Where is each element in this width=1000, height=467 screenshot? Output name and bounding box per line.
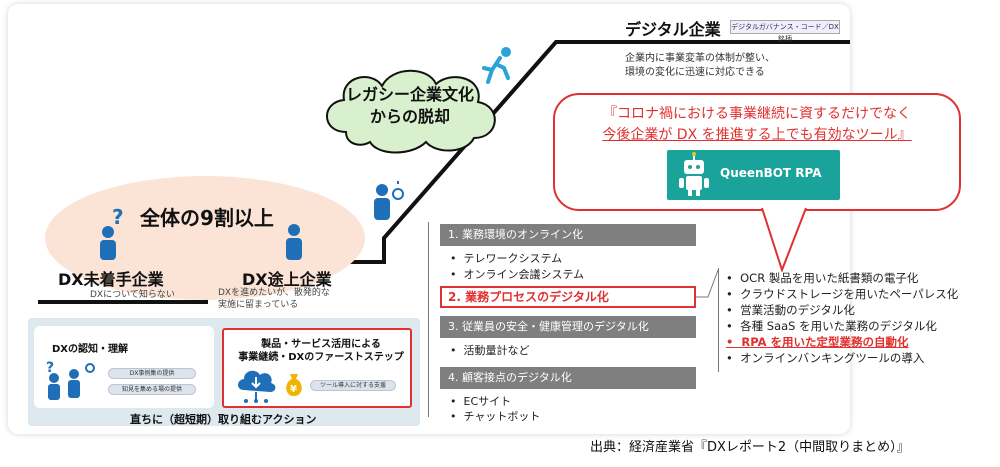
cloud-line-1: レガシー企業文化 xyxy=(345,85,474,104)
product-line-1: 製品・サービス活用による xyxy=(261,339,381,350)
list-item: • 営業活動のデジタル化 xyxy=(726,303,855,317)
queenbot-logo-text: QueenBOT RPA xyxy=(720,166,822,180)
queenbot-logo xyxy=(667,150,840,200)
idea-person-icon xyxy=(374,181,404,220)
category-process-digitalization: 2. 業務プロセスのデジタル化 xyxy=(440,286,696,308)
awareness-title: DXの認知・理解 xyxy=(52,344,129,355)
dx-in-progress-sub: DXを進めたいが、散発的な 実施に留まっている xyxy=(218,287,330,311)
legacy-culture-text: レガシー企業文化 からの脱却 xyxy=(330,84,490,128)
list-item: • テレワークシステム xyxy=(450,252,563,265)
svg-text:?: ? xyxy=(112,206,124,229)
category-bracket xyxy=(428,222,708,417)
svg-text:?: ? xyxy=(46,360,54,376)
bubble-tail xyxy=(761,200,807,272)
immediate-action-label: 直ちに（超短期）取り組むアクション xyxy=(130,413,317,426)
case-study-pill: DX事例集の提供 xyxy=(108,368,196,379)
question-person-icon: ? xyxy=(100,206,124,260)
digital-company-title: デジタル企業 xyxy=(625,20,721,39)
ninety-percent-area xyxy=(45,176,365,300)
list-item: • ECサイト xyxy=(450,395,512,408)
quote-line-1: 『コロナ禍における事業継続に資するだけでなく xyxy=(603,106,911,122)
list-item: • チャットボット xyxy=(450,410,541,423)
category-safety-health: 3. 従業員の安全・健康管理のデジタル化 xyxy=(440,316,696,338)
desc-line-2: 環境の変化に迅速に対応できる xyxy=(625,67,765,78)
dx-in-progress-title: DX途上企業 xyxy=(242,270,332,289)
ninety-percent-label: 全体の9割以上 xyxy=(140,206,274,230)
category-customer-contact: 4. 顧客接点のデジタル化 xyxy=(440,367,696,389)
governance-code-badge: デジタルガバナンス・コード／DX銘柄 xyxy=(730,20,840,43)
list-item: • 活動量計など xyxy=(450,344,530,357)
quote-line-2: 今後企業が DX を推進する上でも有効なツール』 xyxy=(602,127,912,143)
yen-symbol: ¥ xyxy=(290,384,297,395)
dx-not-started-title: DX未着手企業 xyxy=(58,270,164,289)
list-item-highlight: • RPA を用いた定型業務の自動化 xyxy=(726,335,909,349)
digital-company-description: 企業内に事業変革の体制が整い、 環境の変化に迅速に対応できる xyxy=(625,52,775,80)
knowledge-sharing-pill: 知見を集める場の提供 xyxy=(108,384,196,395)
stage2-sub-line-2: 実施に留まっている xyxy=(218,300,299,310)
connector-line xyxy=(696,269,719,298)
list-item: • OCR 製品を用いた紙書類の電子化 xyxy=(726,271,919,285)
dx-not-started-sub: DXについて知らない xyxy=(90,290,175,300)
category-online-work: 1. 業務環境のオンライン化 xyxy=(440,224,696,246)
running-person-icon xyxy=(482,47,511,84)
stage2-sub-line-1: DXを進めたいが、散発的な xyxy=(218,288,330,298)
money-bag-icon: ¥ xyxy=(286,374,302,396)
source-citation: 出典：経済産業省『DXレポート2（中間取りまとめ）』 xyxy=(590,440,910,455)
thinking-person-icon xyxy=(286,224,302,260)
robot-icon xyxy=(679,152,709,196)
cloud-line-2: からの脱却 xyxy=(369,107,450,126)
product-service-box xyxy=(222,328,412,408)
list-item: • オンライン会議システム xyxy=(450,268,585,281)
list-item: • クラウドストレージを用いたペーパレス化 xyxy=(726,287,959,301)
product-line-2: 事業継続・DXのファーストステップ xyxy=(238,352,404,363)
list-item: • 各種 SaaS を用いた業務のデジタル化 xyxy=(726,319,937,333)
rpa-use-bracket xyxy=(718,268,988,372)
legacy-culture-cloud xyxy=(326,69,496,154)
desc-line-1: 企業内に事業変革の体制が整い、 xyxy=(625,53,775,64)
cloud-download-icon xyxy=(238,370,276,403)
list-item: • オンラインバンキングツールの導入 xyxy=(726,351,925,365)
tool-support-pill: ツール導入に対する支援 xyxy=(310,380,396,391)
question-people-icon: ? xyxy=(46,360,95,400)
product-service-title: 製品・サービス活用による 事業継続・DXのファーストステップ xyxy=(236,338,406,364)
